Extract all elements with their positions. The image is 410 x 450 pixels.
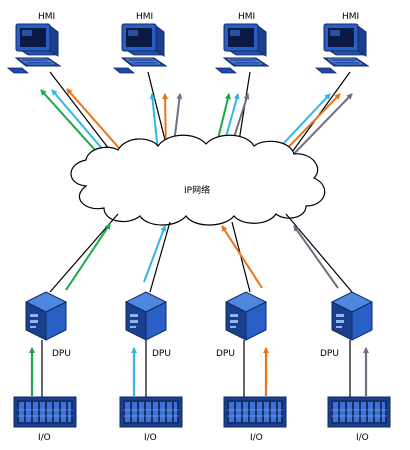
arrows-dpu-to-network (65, 223, 339, 291)
dpu-label-1: DPU (52, 349, 71, 359)
io-rack-icon-2 (119, 396, 183, 428)
arrows-io-to-dpu (29, 347, 369, 396)
dpu-connection-lines (49, 213, 353, 293)
hmi-computer-icon-4 (315, 23, 369, 74)
io-connection-lines (41, 340, 351, 397)
ip-network-cloud-icon: IP网络 (70, 134, 326, 226)
network-label: IP网络 (184, 184, 210, 196)
io-rack-icon-3 (223, 396, 287, 428)
hmi-computer-icon-1 (7, 23, 61, 74)
dpu-cube-icon-1 (25, 291, 67, 341)
dpu-cube-icon-4 (331, 291, 373, 341)
dpu-label-3: DPU (216, 349, 235, 359)
dpu-cube-icon-2 (125, 291, 167, 341)
io-label-1: I/O (38, 433, 51, 443)
dpu-label-2: DPU (152, 349, 171, 359)
hmi-label-1: HMI (38, 12, 55, 22)
hmi-computer-icon-3 (215, 23, 269, 74)
dpu-cube-icon-3 (225, 291, 267, 341)
io-rack-icon-1 (13, 396, 77, 428)
hmi-computer-icon-2 (113, 23, 167, 74)
hmi-label-2: HMI (136, 12, 153, 22)
hmi-label-4: HMI (342, 12, 359, 22)
io-rack-icon-4 (327, 396, 391, 428)
io-label-4: I/O (356, 433, 369, 443)
io-label-2: I/O (144, 433, 157, 443)
arrows-to-hmi-1 (40, 88, 127, 161)
io-label-3: I/O (250, 433, 263, 443)
dpu-label-4: DPU (320, 349, 339, 359)
hmi-label-3: HMI (238, 12, 255, 22)
